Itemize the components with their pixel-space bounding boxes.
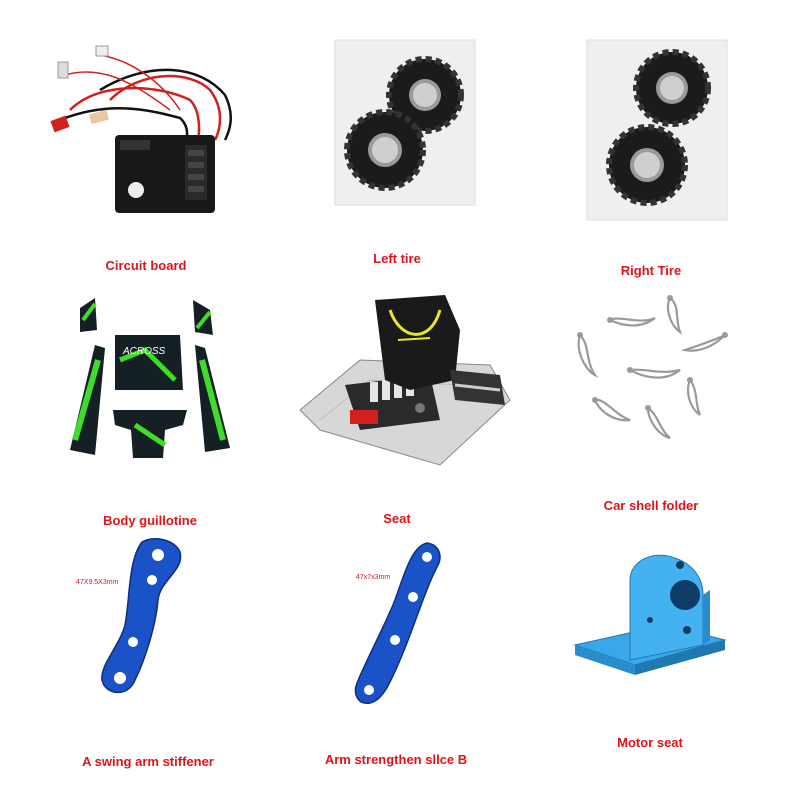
motor-seat-label: Motor seat — [617, 735, 683, 750]
car-shell-folder-image — [570, 290, 730, 440]
swing-arm-stiffener-dimensions: 47X9.5X3mm — [76, 579, 119, 586]
aluminum-plate-icon — [354, 542, 441, 704]
body-decal-sheet-icon: ACROSS — [70, 298, 230, 458]
right-tire-label: Right Tire — [620, 263, 682, 278]
car-shell-folder-label: Car shell folder — [603, 498, 699, 513]
circuit-board-label: Circuit board — [105, 258, 187, 273]
right-tire-image — [586, 39, 728, 221]
left-tire-label: Left tire — [373, 251, 421, 266]
circuit-board-icon — [50, 45, 232, 213]
left-tire-image — [334, 39, 476, 206]
tire-pair-icon — [334, 39, 476, 206]
seat-image — [290, 290, 520, 470]
circuit-board-image — [40, 40, 260, 220]
arm-strengthen-slice-b-label: Arm strengthen sllce B — [324, 752, 468, 767]
body-guillotine-label: Body guillotine — [103, 513, 197, 528]
swing-arm-stiffener-image — [90, 530, 210, 710]
body-clips-icon — [577, 295, 728, 440]
seat-tray-icon — [299, 295, 511, 466]
motor-mount-icon — [573, 554, 727, 675]
body-guillotine-image: ACROSS — [65, 290, 235, 460]
motor-seat-image — [573, 550, 727, 680]
arm-strengthen-slice-b-dimensions: 47x7x3mm — [356, 574, 391, 581]
tire-pair-icon — [586, 39, 728, 221]
seat-label: Seat — [383, 511, 411, 526]
arm-strengthen-slice-b-image — [345, 535, 455, 715]
decal-logo: ACROSS — [122, 346, 166, 357]
swing-arm-stiffener-label: A swing arm stiffener — [82, 754, 214, 769]
aluminum-plate-icon — [101, 538, 182, 694]
